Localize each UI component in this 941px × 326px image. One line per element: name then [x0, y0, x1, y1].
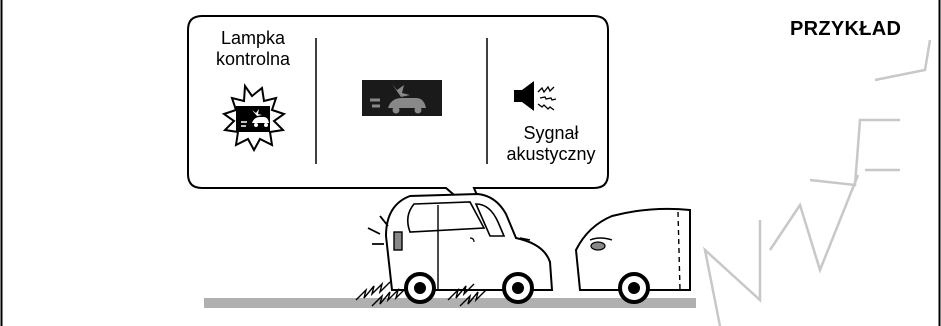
acoustic-signal-label: Sygnał akustyczny: [492, 123, 610, 165]
warning-lamp-label: Lampka kontrolna: [198, 28, 308, 70]
speaker-beep-icon: [514, 81, 557, 111]
warning-lamp-label-line2: kontrolna: [215, 49, 291, 69]
pre-collision-display-icon: [362, 80, 442, 116]
car-ahead: [574, 207, 691, 304]
acoustic-signal-label-line1: Sygnał: [523, 123, 579, 143]
skid-marks: [355, 281, 487, 307]
road: [204, 298, 696, 308]
watermark: [703, 39, 932, 326]
braking-car: [384, 192, 554, 304]
impact-lines: [367, 215, 389, 245]
collision-warning-lamp-icon: [221, 83, 287, 153]
warning-lamp-label-line1: Lampka: [220, 28, 286, 48]
acoustic-signal-label-line2: akustyczny: [506, 144, 596, 164]
example-label: PRZYKŁAD: [790, 18, 902, 40]
